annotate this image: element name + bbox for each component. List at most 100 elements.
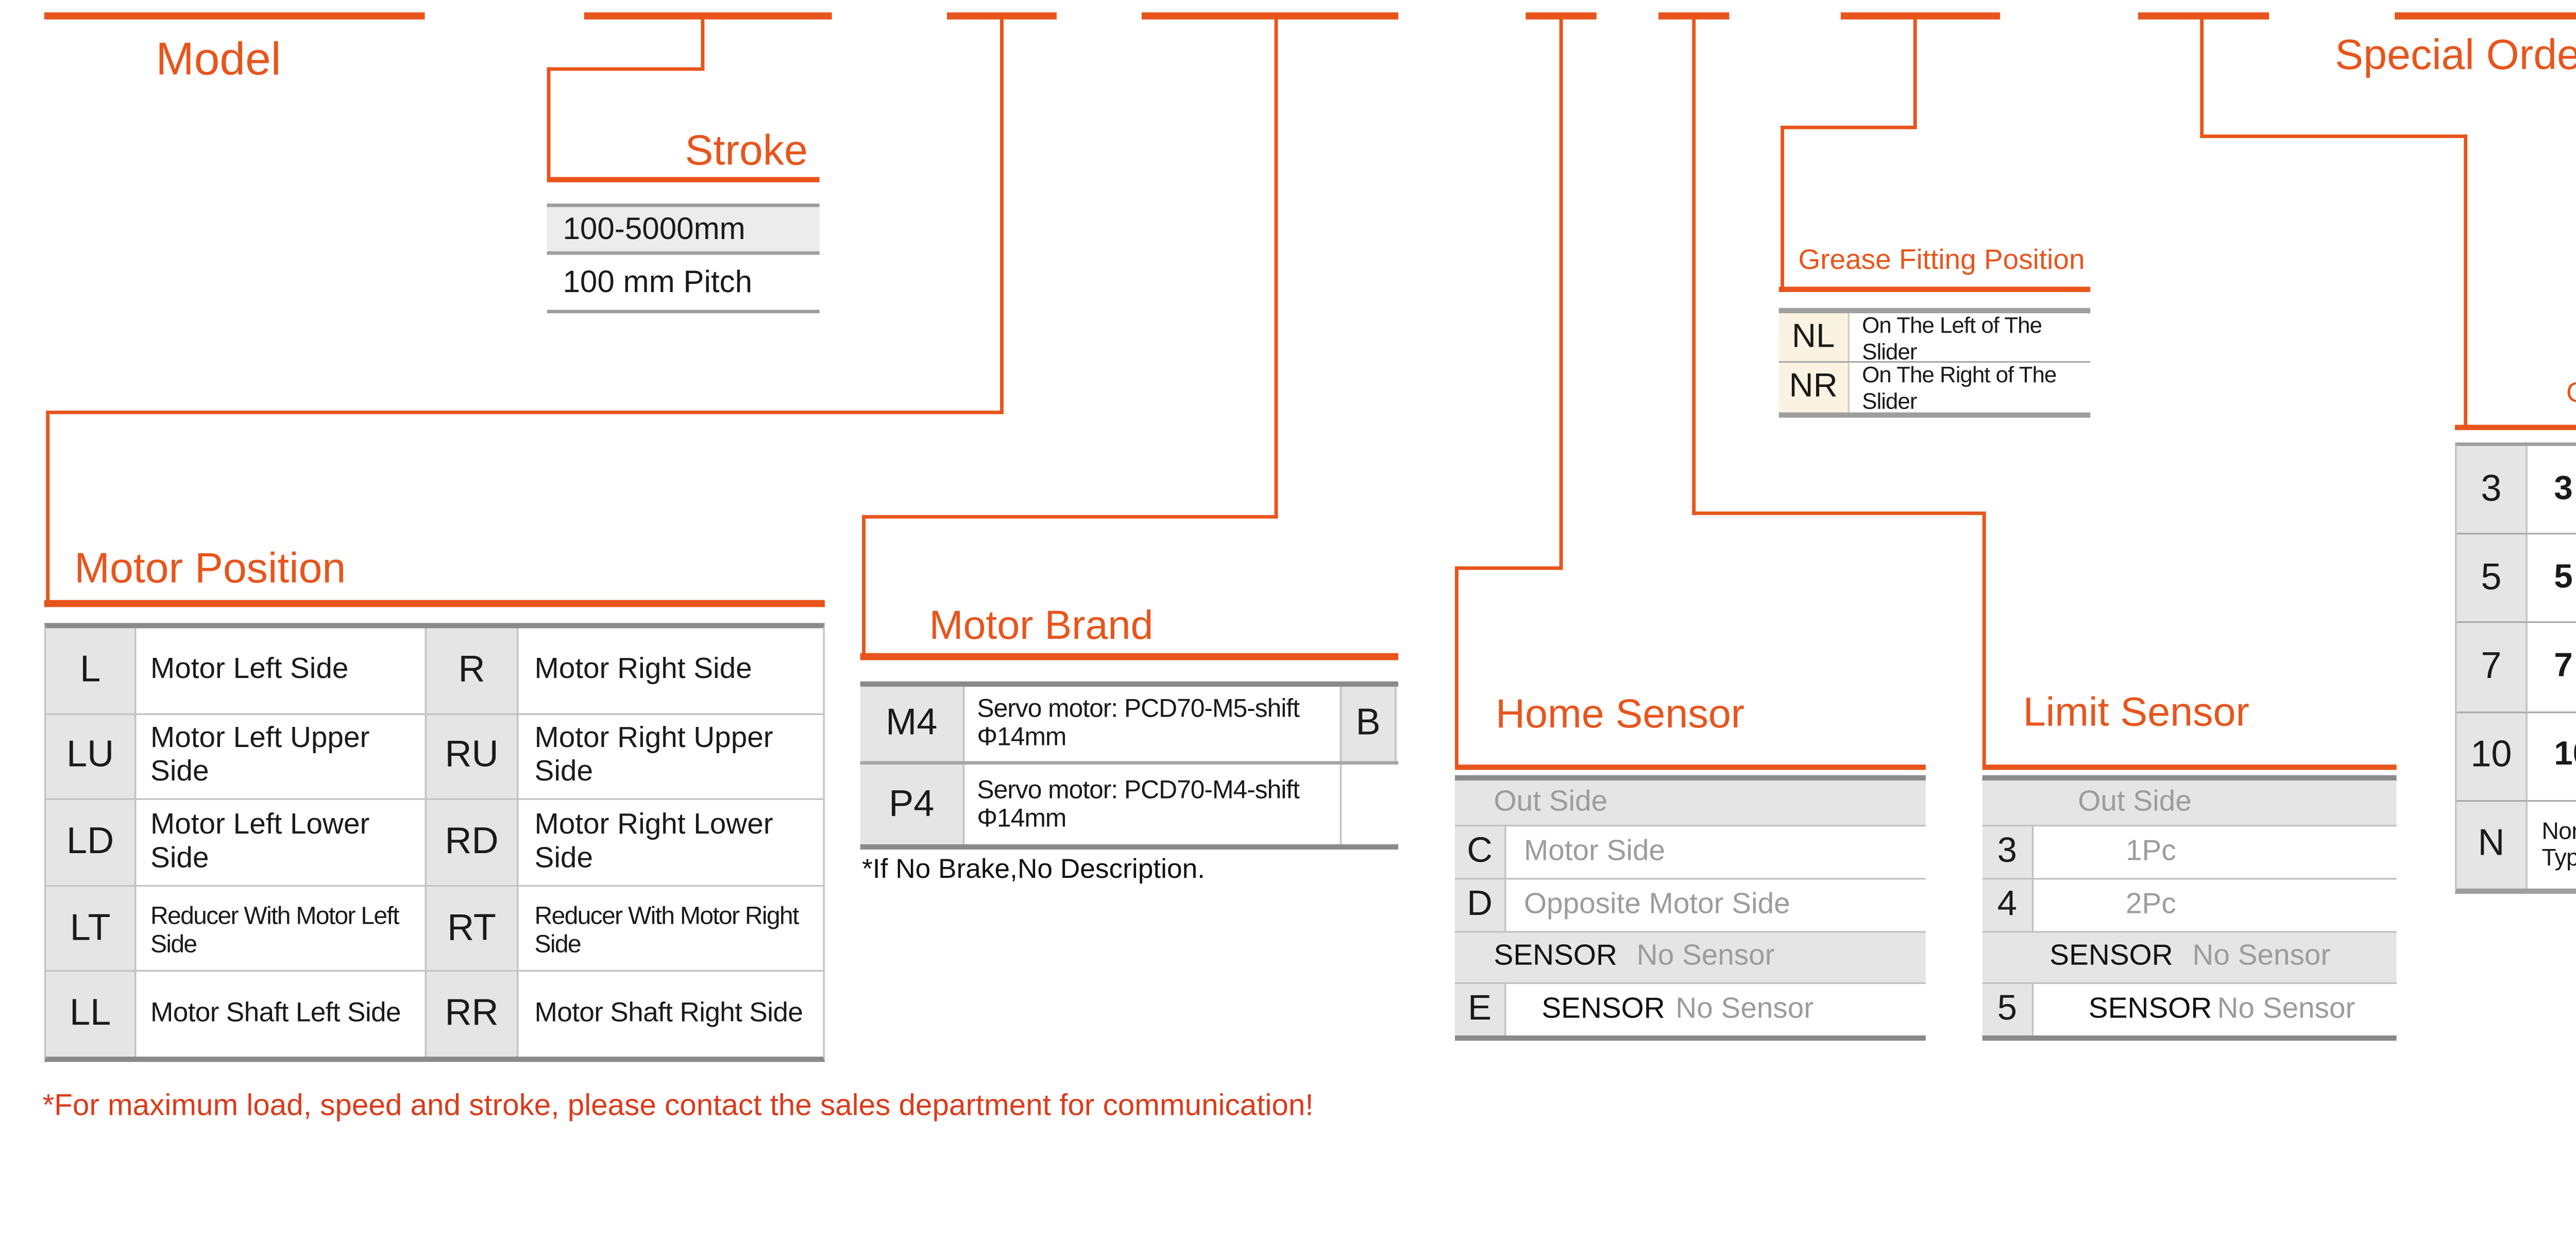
table-row: 7 7:1 — [2456, 623, 2576, 713]
option-desc: 10:1 — [2527, 712, 2576, 800]
option-desc: On The Right of The Slider — [1850, 361, 2091, 414]
option-code: 5 — [2456, 535, 2528, 622]
option-code: 4 — [1982, 879, 2034, 930]
code-segment-grease-fitting — [1840, 12, 2001, 20]
grease-connector-line — [1781, 125, 1784, 291]
table-row: N None Gearbox Type — [2456, 801, 2576, 889]
option-desc: Reducer With Motor Right Side — [518, 886, 823, 971]
option-code: 10 — [2456, 712, 2528, 800]
table-row: 10 10:1 — [2456, 712, 2576, 802]
limit-sensor-connector-line — [1692, 511, 1986, 515]
option-desc: 7:1 — [2527, 623, 2576, 711]
stroke-connector-line — [701, 15, 705, 71]
option-desc: Motor Side — [1506, 826, 1926, 878]
sensor-label: SENSOR — [2088, 993, 2212, 1025]
option-desc: SENSOR No Sensor — [1506, 984, 1926, 1036]
option-desc: Motor Shaft Left Side — [136, 972, 427, 1057]
stroke-underline — [547, 177, 820, 182]
gearbox-underline — [2455, 425, 2576, 430]
option-desc-text: No Sensor — [2192, 940, 2331, 973]
option-code: LU — [46, 714, 137, 799]
option-desc-text: Motor Side — [1523, 835, 1666, 867]
stroke-table: 100-5000mm 100 mm Pitch — [547, 203, 820, 314]
option-desc: Motor Shaft Right Side — [518, 972, 823, 1057]
stroke-connector-line — [547, 67, 705, 71]
table-row: LU Motor Left Upper Side RU Motor Right … — [46, 714, 823, 801]
table-row: M4 Servo motor: PCD70-M5-shift Φ14mm B — [860, 686, 1399, 765]
table-row: 100 mm Pitch — [547, 254, 820, 310]
grease-underline — [1778, 286, 2091, 292]
option-desc-text: No Sensor — [2217, 993, 2355, 1025]
code-segment-stroke — [584, 12, 832, 20]
table-row: 3 3:1 — [2456, 446, 2576, 535]
page-footnote: *For maximum load, speed and stroke, ple… — [42, 1088, 1314, 1123]
table-row: 4 2Pc — [1982, 879, 2397, 932]
motor-position-table: L Motor Left Side R Motor Right Side LU … — [44, 623, 825, 1062]
option-desc: Opposite Motor Side — [1506, 879, 1926, 930]
grease-fitting-table: NL On The Left of The Slider NR On The R… — [1778, 308, 2091, 418]
stroke-connector-line — [547, 67, 551, 181]
option-code: N — [2456, 801, 2528, 889]
option-code: C — [1454, 826, 1506, 878]
motor-brand-connector-line — [862, 515, 1278, 519]
option-code: R — [426, 628, 519, 713]
motor-position-underline — [44, 600, 825, 607]
option-desc: Motor Right Side — [518, 628, 823, 713]
option-code: 3 — [1982, 826, 2034, 878]
table-row: E SENSOR No Sensor — [1454, 984, 1926, 1036]
option-desc-text: 1Pc — [2126, 835, 2176, 867]
home-sensor-table: Out Side C Motor Side D Opposite Motor S… — [1454, 775, 1926, 1041]
option-code: P4 — [860, 765, 965, 844]
table-row: 3 1Pc — [1982, 826, 2397, 879]
table-row: NL On The Left of The Slider — [1778, 311, 2091, 364]
limit-sensor-connector-line — [1692, 15, 1696, 515]
table-header: Out Side — [1982, 780, 2397, 827]
sensor-label: SENSOR — [1494, 940, 1617, 973]
code-segment-motor-brand — [1141, 12, 1399, 20]
motor-brand-connector-line — [862, 515, 866, 657]
code-segment-gearbox-ratio — [2138, 12, 2269, 20]
motor-brand-title: Motor Brand — [929, 602, 1154, 648]
motor-brand-connector-line — [1274, 15, 1278, 519]
gearbox-connector-line — [2464, 134, 2468, 429]
motor-position-connector-line — [1000, 15, 1004, 414]
special-order-title: Special Order No. — [2335, 31, 2576, 80]
option-desc-text: No Sensor — [1675, 993, 1814, 1025]
option-code: NR — [1778, 363, 1850, 413]
option-desc: 5:1 — [2527, 535, 2576, 622]
sensor-label: SENSOR — [1541, 993, 1665, 1025]
option-desc: None Gearbox Type — [2527, 801, 2576, 889]
option-code: LT — [46, 886, 137, 971]
gearbox-connector-line — [2200, 15, 2204, 138]
option-desc: On The Left of The Slider — [1850, 311, 2091, 364]
option-code: M4 — [860, 686, 965, 761]
option-code: 7 — [2456, 623, 2528, 711]
gearbox-ratio-table: 3 3:1 5 5:1 7 7:1 10 10:1 N None Gearbox… — [2455, 442, 2576, 894]
model-title: Model — [156, 31, 281, 85]
grease-fitting-title: Grease Fitting Position — [1798, 246, 2085, 276]
grease-connector-line — [1781, 125, 1917, 129]
home-sensor-title: Home Sensor — [1495, 690, 1745, 737]
option-code: RU — [426, 714, 519, 799]
option-code: L — [46, 628, 137, 713]
option-desc-text: Opposite Motor Side — [1523, 888, 1790, 920]
home-sensor-connector-line — [1559, 15, 1563, 570]
home-sensor-underline — [1454, 765, 1926, 770]
option-desc: Motor Left Lower Side — [136, 800, 427, 885]
option-desc-text: No Sensor — [1636, 940, 1775, 973]
gearbox-ratio-title: Gearbox Ratio — [2478, 380, 2576, 409]
home-sensor-connector-line — [1454, 566, 1459, 769]
option-desc: Motor Left Upper Side — [136, 714, 427, 799]
option-code: E — [1454, 984, 1506, 1036]
code-segment-special-order — [2395, 12, 2576, 20]
limit-sensor-underline — [1982, 765, 2397, 770]
motor-position-connector-line — [46, 411, 1004, 414]
stroke-title: Stroke — [685, 127, 808, 176]
gearbox-connector-line — [2200, 134, 2468, 138]
table-row: P4 Servo motor: PCD70-M4-shift Φ14mm — [860, 765, 1398, 844]
table-row: 100-5000mm — [547, 207, 820, 255]
table-header: Out Side — [1454, 780, 1926, 827]
brake-code: B — [1340, 686, 1397, 761]
motor-brand-underline — [860, 653, 1399, 660]
